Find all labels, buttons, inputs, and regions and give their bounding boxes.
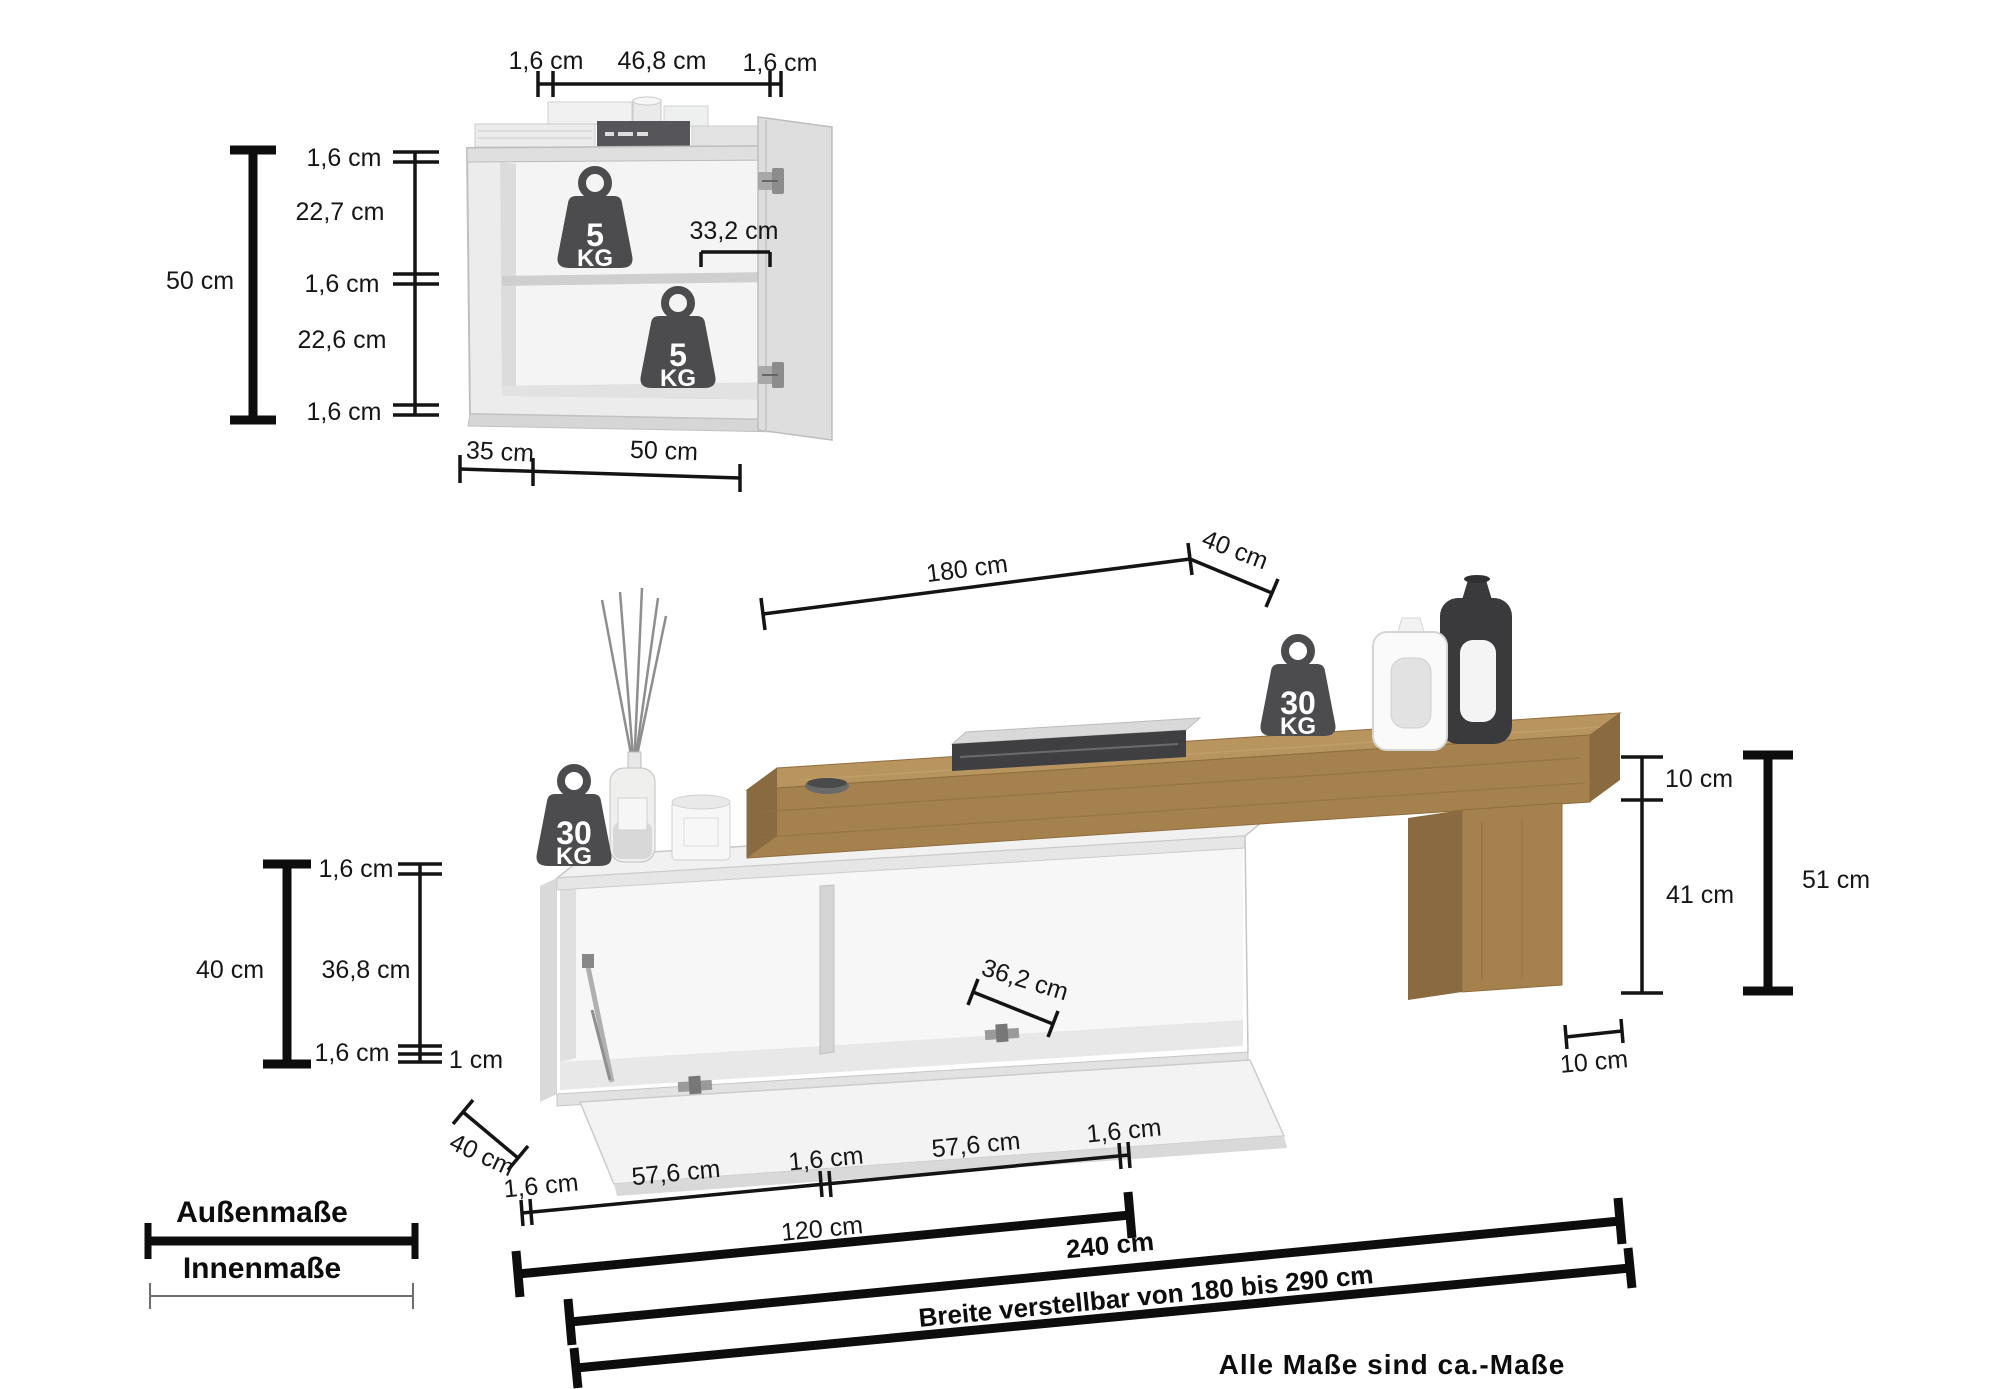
dim-label: 50 cm <box>166 267 234 295</box>
flap-stay-icon <box>582 954 615 1083</box>
dim-label: 50 cm <box>629 436 698 466</box>
dim-label: 1,6 cm <box>304 270 379 298</box>
legend-outer-label: Außenmaße <box>176 1196 348 1229</box>
dim-label: 22,7 cm <box>296 198 385 226</box>
hinge-icon <box>984 1023 1020 1043</box>
dim-lowboard-right-inner: 10 cm 41 cm <box>1621 755 1734 995</box>
dim-lowboard-left-inner: 1,6 cm 36,8 cm 1,6 cm 1 cm <box>314 855 503 1074</box>
dim-lowboard-cabinet-width: 120 cm <box>511 1191 1137 1298</box>
dim-wallcabinet-bottom: 35 cm 50 cm <box>458 436 742 492</box>
dim-label: 36,8 cm <box>322 956 411 984</box>
footnote: Alle Maße sind ca.-Maße <box>1219 1349 1566 1380</box>
dim-label: 1,6 cm <box>306 398 381 426</box>
dim-label: 46,8 cm <box>618 47 707 75</box>
dim-label: 33,2 cm <box>690 217 779 245</box>
dim-label: 41 cm <box>1666 881 1734 909</box>
load-weight-icon: 30 KG <box>1260 634 1336 740</box>
dim-label: 240 cm <box>1065 1226 1156 1264</box>
load-unit: KG <box>660 365 696 392</box>
legend-inner-label: Innenmaße <box>183 1252 341 1285</box>
dim-lowboard-left-outer: 40 cm <box>196 859 311 1069</box>
dim-wallcabinet-height-outer: 50 cm <box>166 145 276 425</box>
dim-wallcabinet-top-width: 1,6 cm 46,8 cm 1,6 cm <box>508 47 818 97</box>
lowboard-illustration: 30 KG 30 KG <box>536 575 1622 1196</box>
dim-label: 10 cm <box>1665 765 1733 793</box>
hinge-icon <box>758 168 784 194</box>
dim-label: 22,6 cm <box>298 326 387 354</box>
legend: Außenmaße Innenmaße <box>144 1196 419 1309</box>
hinge-icon <box>758 362 784 388</box>
load-weight-icon: 5 KG <box>557 166 633 272</box>
dim-label: 1,6 cm <box>306 144 381 172</box>
dim-wallcabinet-door-width: 33,2 cm <box>690 217 779 267</box>
dim-label: 1,6 cm <box>314 1039 389 1067</box>
diffuser-decoration <box>600 587 668 863</box>
load-value: 30 <box>1280 685 1316 721</box>
media-player-decoration <box>950 717 1202 771</box>
vase-decoration <box>1372 575 1512 751</box>
dim-label: 1,6 cm <box>318 855 393 883</box>
wall-cabinet-illustration: 5 KG 5 KG <box>465 96 833 441</box>
load-unit: KG <box>556 843 592 870</box>
load-value: 5 <box>586 217 604 253</box>
dim-label: 1,6 cm <box>502 1168 579 1203</box>
dim-label: 51 cm <box>1802 866 1870 894</box>
dim-label: 10 cm <box>1559 1045 1629 1079</box>
hinge-icon <box>677 1075 713 1095</box>
bowl-decoration <box>805 778 849 794</box>
dim-label: 40 cm <box>196 956 264 984</box>
dim-label: 1,6 cm <box>508 47 583 75</box>
dim-lowboard-leg-depth: 10 cm <box>1559 1018 1629 1079</box>
load-value: 30 <box>556 815 592 851</box>
load-value: 5 <box>669 337 687 373</box>
dim-label: 35 cm <box>465 436 534 468</box>
dim-label: 1 cm <box>449 1046 503 1074</box>
cabinet-door <box>757 116 833 441</box>
load-unit: KG <box>577 245 613 272</box>
dim-label: 40 cm <box>445 1128 519 1182</box>
books-decoration <box>474 96 769 148</box>
dim-lowboard-right-outer: 51 cm <box>1743 750 1870 996</box>
dim-lowboard-depth: 40 cm <box>445 1098 530 1182</box>
load-unit: KG <box>1280 713 1316 740</box>
dim-label: 1,6 cm <box>742 49 817 77</box>
dim-lowboard-bench-top: 180 cm 40 cm <box>759 525 1280 631</box>
load-weight-icon: 30 KG <box>536 764 612 870</box>
load-weight-icon: 5 KG <box>640 286 716 392</box>
candle-decoration <box>671 794 731 861</box>
dim-wallcabinet-height-inner: 1,6 cm 22,7 cm 1,6 cm 22,6 cm 1,6 cm <box>296 144 439 426</box>
